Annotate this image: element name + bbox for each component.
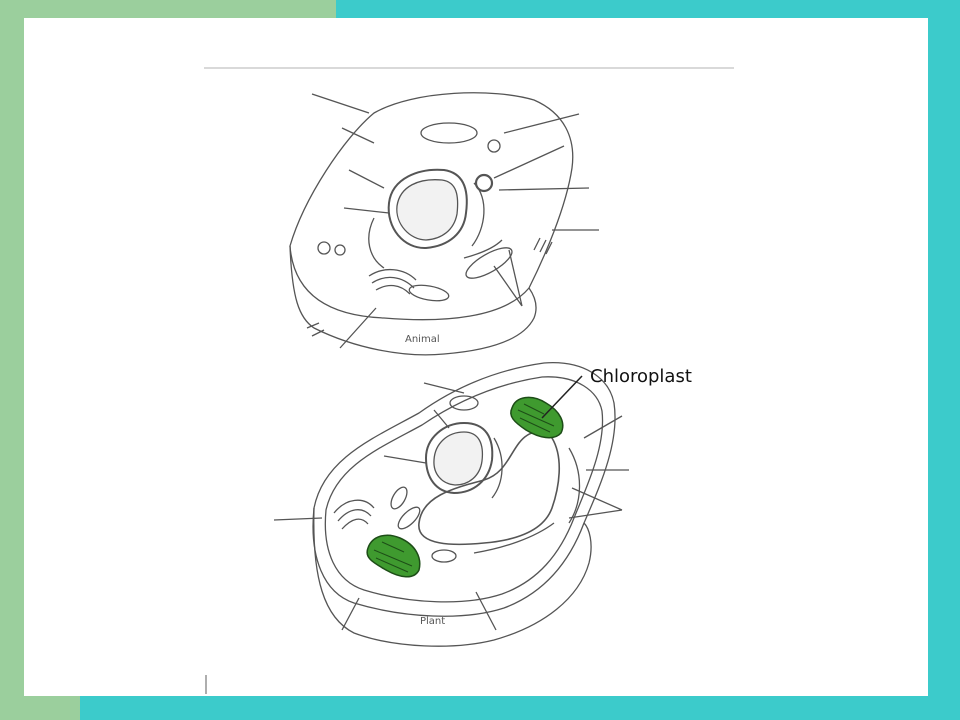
animal-nucleus <box>387 168 468 250</box>
chloroplast-upper-thylakoids <box>517 403 555 433</box>
cell-diagram: Animal <box>204 67 734 694</box>
animal-er-3 <box>463 239 503 259</box>
animal-leader-10 <box>339 307 377 349</box>
plant-leader-2 <box>433 409 450 429</box>
plant-leader-8 <box>341 597 360 631</box>
animal-centrioles <box>533 237 553 255</box>
animal-leader-11 <box>306 322 325 337</box>
plant-cell-rim <box>313 507 592 647</box>
plant-mitochondrion-3 <box>431 549 457 563</box>
animal-vesicle-2 <box>317 241 331 255</box>
plant-golgi-3 <box>341 518 369 530</box>
animal-golgi-1 <box>368 269 417 281</box>
plant-mitochondrion-4 <box>449 395 479 411</box>
frame-accent-top <box>0 0 336 18</box>
plant-er-2 <box>568 447 581 524</box>
plant-central-vacuole <box>418 430 561 546</box>
animal-vesicle-1 <box>474 173 494 193</box>
chloroplast-upper <box>510 396 564 439</box>
plant-leader-3 <box>383 455 427 464</box>
plant-caption: Plant <box>420 616 445 627</box>
animal-er-2 <box>471 182 485 247</box>
animal-leader-7 <box>498 187 590 191</box>
chloroplast-lower <box>366 534 421 578</box>
animal-leader-6 <box>493 145 565 179</box>
animal-nucleoplasm <box>396 179 459 241</box>
plant-er-3 <box>473 522 555 554</box>
plant-mitochondrion-2 <box>397 506 421 530</box>
plant-leader-1 <box>423 382 465 394</box>
animal-leader-4 <box>343 207 390 214</box>
animal-leader-2 <box>341 127 375 144</box>
plant-leader-5 <box>583 415 623 439</box>
plant-nucleoplasm <box>433 431 484 486</box>
animal-golgi-2 <box>371 276 415 289</box>
frame-accent-left <box>0 0 24 720</box>
animal-cell-membrane <box>289 92 574 321</box>
animal-er-1 <box>368 217 385 269</box>
animal-vesicle-3 <box>334 244 346 256</box>
plant-golgi-2 <box>337 509 372 522</box>
plant-leader-7 <box>568 487 623 519</box>
chloroplast-leader-line <box>541 375 583 419</box>
animal-leader-3 <box>348 169 385 189</box>
plant-mitochondrion-1 <box>390 486 408 510</box>
animal-mitochondrion-1 <box>420 122 478 144</box>
animal-leader-1 <box>311 93 370 114</box>
frame-accent-bottom <box>0 696 80 720</box>
plant-cell-membrane <box>324 376 604 603</box>
animal-mitochondrion-2 <box>465 247 513 279</box>
animal-leader-9 <box>493 249 523 307</box>
animal-vesicle-4 <box>487 139 501 153</box>
chloroplast-lower-thylakoids <box>373 541 413 573</box>
animal-mitochondrion-3 <box>408 284 450 302</box>
plant-leader-4 <box>273 517 323 521</box>
animal-cell <box>289 92 599 356</box>
chloroplast-label: Chloroplast <box>590 366 692 387</box>
slide-canvas: Animal <box>24 18 928 696</box>
animal-cell-rim <box>289 245 537 356</box>
plant-cell <box>273 362 629 647</box>
plant-leader-9 <box>475 591 497 631</box>
plant-golgi-1 <box>333 499 375 514</box>
chloroplast-group <box>366 396 564 578</box>
plant-er-1 <box>491 437 503 499</box>
animal-caption: Animal <box>405 334 440 345</box>
animal-golgi-3 <box>375 284 411 295</box>
animal-leader-5 <box>503 113 580 134</box>
